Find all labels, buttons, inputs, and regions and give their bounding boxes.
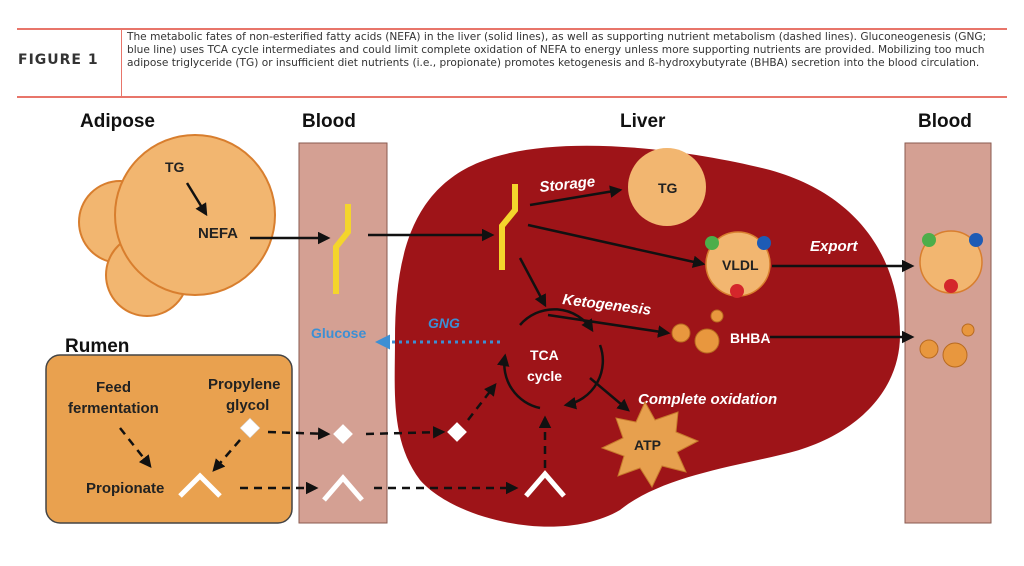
vldl-label: VLDL [722, 257, 759, 273]
atp-label: ATP [634, 437, 661, 453]
rumen-box [45, 354, 293, 524]
glucose-label: Glucose [311, 325, 366, 341]
adipose-nefa-label: NEFA [198, 225, 238, 242]
blood-column-left [298, 142, 388, 524]
storage-label: Storage [539, 173, 596, 196]
vldl-arrow [527, 223, 706, 268]
gng-label: GNG [428, 315, 460, 331]
nefa-blood-symbol [333, 204, 351, 294]
vldl-green-dot [705, 236, 719, 250]
tg-to-nefa-arrow [185, 182, 208, 217]
tca-cycle-arrows [497, 308, 605, 410]
propionate-chevron-rumen [178, 472, 222, 498]
propionate-chevron-liver [524, 470, 566, 498]
blood-vldl-blue-dot [969, 233, 983, 247]
diamond-to-blood-arrow [267, 427, 331, 440]
propylene-diamond-blood [333, 424, 353, 444]
propionate-chevron-blood [322, 474, 364, 502]
feed-label-line1: Feed [96, 379, 131, 396]
liver-header: Liver [620, 111, 666, 132]
storage-arrow [529, 185, 623, 207]
propylene-diamond-liver [447, 422, 467, 442]
tca-label-line1: TCA [530, 347, 559, 363]
blood-left-header: Blood [302, 111, 356, 132]
propylene-diamond-rumen [239, 417, 261, 439]
complete-oxidation-label: Complete oxidation [638, 391, 777, 408]
blood-column-right [904, 142, 992, 524]
blood-vldl-green-dot [922, 233, 936, 247]
tca-label-line2: cycle [527, 368, 562, 384]
propylene-label-line2: glycol [226, 397, 269, 414]
adipose-cells [78, 134, 276, 317]
blood-vldl-red-dot [944, 279, 958, 293]
to-tca-arrow [518, 257, 547, 308]
vldl-red-dot [730, 284, 744, 298]
adipose-tg-label: TG [165, 159, 185, 175]
rumen-header: Rumen [65, 336, 129, 357]
propylene-label-line1: Propylene [208, 376, 281, 393]
figure-caption-bar [17, 28, 1007, 98]
propionate-label: Propionate [86, 480, 164, 497]
blood-bhba-bubbles [919, 323, 975, 368]
bhba-label: BHBA [730, 330, 770, 346]
export-label: Export [810, 238, 859, 255]
feed-label-line2: fermentation [68, 400, 159, 417]
figure-label: FIGURE 1 [18, 52, 99, 68]
adipose-header: Adipose [80, 111, 155, 132]
atp-starburst [600, 400, 700, 489]
propylene-to-propionate-arrow [212, 439, 241, 472]
bhba-bubbles [671, 309, 724, 354]
diamond-to-tca-arrow [467, 383, 497, 421]
figure-caption: The metabolic fates of non-esterified fa… [127, 31, 987, 69]
ketogenesis-arrow [547, 313, 671, 338]
vldl-blue-dot [757, 236, 771, 250]
liver-tg-label: TG [658, 180, 678, 196]
nefa-liver-symbol [499, 184, 518, 270]
liver-tg-circle [628, 148, 706, 226]
liver-shape [394, 145, 900, 527]
blood-right-header: Blood [918, 111, 972, 132]
caption-divider [121, 30, 122, 96]
